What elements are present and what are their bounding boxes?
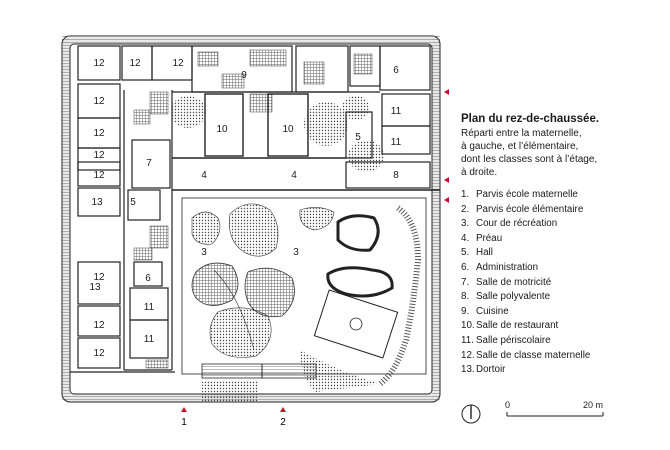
room-label: 12 (93, 58, 105, 69)
room-label: 5 (130, 197, 136, 208)
entry-label-1: 1 (181, 417, 187, 428)
scale-end: 20 m (583, 400, 604, 410)
room-label: 9 (241, 70, 247, 81)
legend-item: 3. Cour de récréation (461, 217, 666, 232)
left-wing (70, 45, 193, 373)
legend-num: 1. (461, 189, 470, 200)
legend-label: Salle de restaurant (476, 320, 559, 332)
legend-num: 6. (461, 261, 470, 273)
legend-label: Parvis école maternelle (476, 189, 578, 200)
legend-label: Cuisine (476, 305, 509, 317)
scale-line (506, 412, 604, 417)
room-label: 10 (282, 124, 294, 135)
legend-num: 8. (461, 291, 470, 303)
right-wing (345, 93, 431, 189)
legend-num: 5. (461, 247, 470, 259)
room-label: 12 (93, 320, 105, 331)
legend-title: Plan du rez-de-chaussée. (461, 113, 600, 125)
north-and-scale (461, 404, 604, 424)
legend-item: 6. Administration (461, 261, 666, 276)
legend-label: Cour de récréation (476, 218, 558, 230)
room-label: 7 (146, 158, 152, 169)
room-label: 12 (93, 96, 105, 107)
legend-num: 4. (461, 232, 470, 244)
courtyard (181, 197, 427, 392)
legend-item: 2. Parvis école élémentaire (461, 203, 666, 218)
legend-num: 9. (461, 305, 470, 317)
entry-markers: 1 2 (181, 89, 449, 428)
legend-label: Administration (476, 261, 539, 273)
intro-line: à droite. (461, 167, 498, 178)
room-label: 3 (201, 247, 207, 258)
legend-item: 8. Salle polyvalente (461, 290, 666, 305)
legend-num: 10. (461, 320, 475, 332)
legend-label: Salle polyvalente (476, 291, 551, 303)
room-label: 5 (355, 132, 361, 143)
scale-start: 0 (505, 400, 511, 410)
legend-num: 13. (461, 364, 475, 376)
legend-label: Salle de classe maternelle (476, 349, 591, 361)
legend-num: 12. (461, 349, 475, 361)
room-label: 4 (201, 170, 207, 181)
scale-bar: 0 20 m (461, 400, 611, 430)
legend: Plan du rez-de-chaussée. Réparti entre l… (461, 112, 666, 378)
legend-label: Salle de motricité (476, 276, 552, 288)
legend-item: 4. Préau (461, 232, 666, 247)
room-label: 13 (91, 197, 103, 208)
legend-item: 12.Salle de classe maternelle (461, 349, 666, 364)
room-label: 12 (93, 128, 105, 139)
room-label: 6 (145, 273, 151, 284)
legend-intro: Réparti entre la maternelle, à gauche, e… (461, 127, 666, 179)
room-label: 12 (129, 58, 141, 69)
left-wing-details (133, 91, 169, 369)
room-label: 12 (93, 348, 105, 359)
top-band (172, 45, 431, 93)
legend-label: Parvis école élémentaire (476, 203, 584, 215)
legend-item: 7. Salle de motricité (461, 276, 666, 291)
legend-item: 11.Salle périscolaire (461, 334, 666, 349)
legend-item: 10.Salle de restaurant (461, 319, 666, 334)
legend-num: 3. (461, 218, 470, 230)
intro-line: dont les classes sont à l’étage, (461, 154, 598, 165)
intro-line: à gauche, et l’élémentaire, (461, 141, 579, 152)
legend-label: Préau (476, 232, 503, 244)
legend-num: 7. (461, 276, 470, 288)
room-label: 8 (393, 170, 399, 181)
kitchen-details (197, 49, 373, 113)
legend-item: 1. Parvis école maternelle (461, 188, 666, 203)
floor-plan: 12 12 12 12 12 12 12 12 12 12 13 13 7 5 … (61, 35, 449, 428)
legend-num: 11. (461, 334, 474, 346)
legend-label: Hall (476, 247, 493, 259)
room-label: 11 (391, 137, 402, 148)
room-label: 3 (293, 247, 299, 258)
legend-label: Dortoir (476, 364, 506, 376)
room-label: 4 (291, 170, 297, 181)
room-labels: 12 12 12 12 12 12 12 12 12 12 13 13 7 5 … (89, 58, 401, 359)
legend-label: Salle périscolaire (476, 334, 551, 346)
north-arrow-icon (461, 404, 481, 424)
legend-item: 13.Dortoir (461, 363, 666, 378)
canopy-trees (170, 96, 384, 172)
legend-item: 9. Cuisine (461, 305, 666, 320)
room-label: 12 (93, 170, 105, 181)
entrance-steps (201, 363, 317, 402)
legend-num: 2. (461, 203, 470, 215)
room-label: 11 (391, 106, 402, 117)
room-label: 6 (393, 65, 399, 76)
room-label: 12 (172, 58, 184, 69)
room-label: 11 (144, 302, 155, 313)
room-label: 12 (93, 272, 105, 283)
entry-label-2: 2 (280, 417, 286, 428)
room-label: 13 (89, 282, 101, 293)
room-label: 11 (144, 334, 155, 345)
intro-line: Réparti entre la maternelle, (461, 128, 582, 139)
legend-list: 1. Parvis école maternelle 2. Parvis école… (461, 188, 666, 378)
room-label: 10 (216, 124, 228, 135)
legend-item: 5. Hall (461, 246, 666, 261)
room-label: 12 (93, 150, 105, 161)
